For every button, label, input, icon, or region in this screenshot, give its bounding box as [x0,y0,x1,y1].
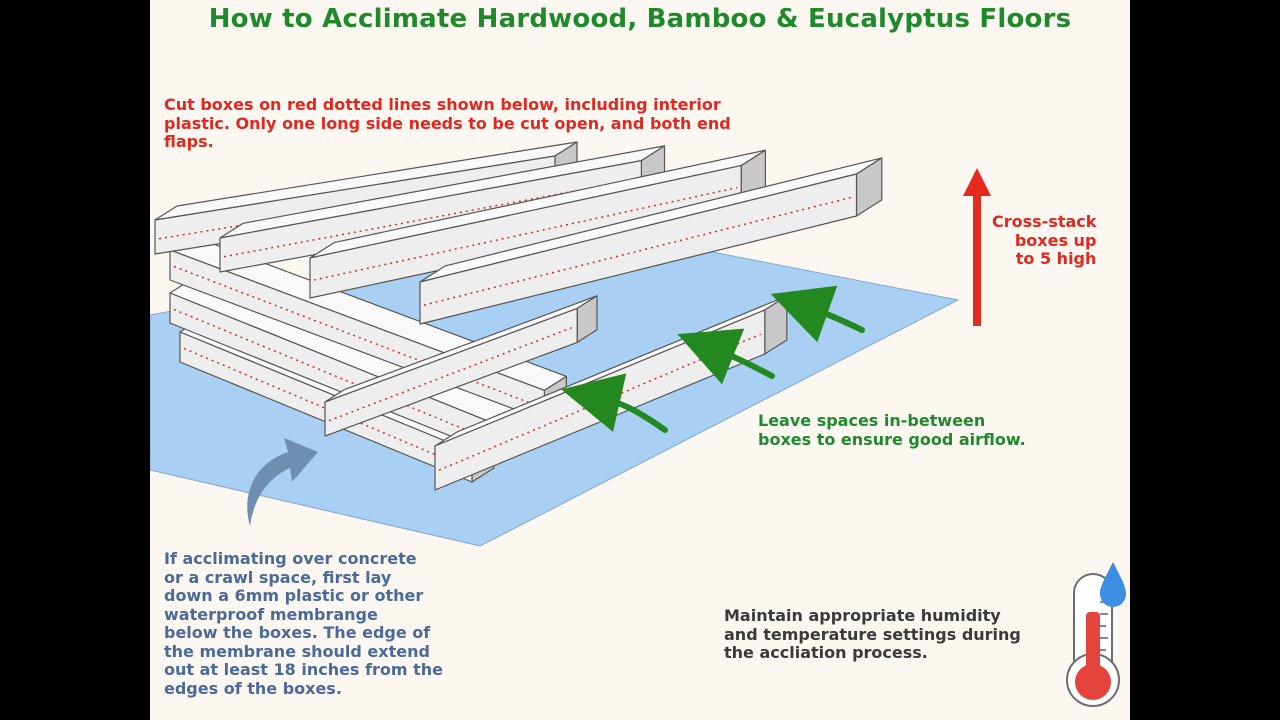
up-arrow-icon [963,168,991,326]
box-low-1 [324,295,598,437]
membrane-note: If acclimating over concrete or a crawl … [164,549,443,698]
cross-stack-note: Cross-stack boxes up to 5 high [992,212,1097,268]
curved-arrow-icon [247,438,318,526]
water-drop-icon [1100,562,1126,607]
box-top-3 [419,157,883,325]
thermometer-icon [1066,573,1120,707]
page-title: How to Acclimate Hardwood, Bamboo & Euca… [208,4,1072,34]
airflow-arrow-icon [561,285,865,433]
box-stack [154,141,883,491]
box-top-2 [309,149,767,299]
infographic-canvas: How to Acclimate Hardwood, Bamboo & Euca… [150,0,1130,720]
cut-instructions: Cut boxes on red dotted lines shown belo… [164,95,731,151]
airflow-note: Leave spaces in-between boxes to ensure … [758,411,1026,449]
humidity-note: Maintain appropriate humidity and temper… [724,606,1021,662]
diagram-illustration [150,141,1126,707]
